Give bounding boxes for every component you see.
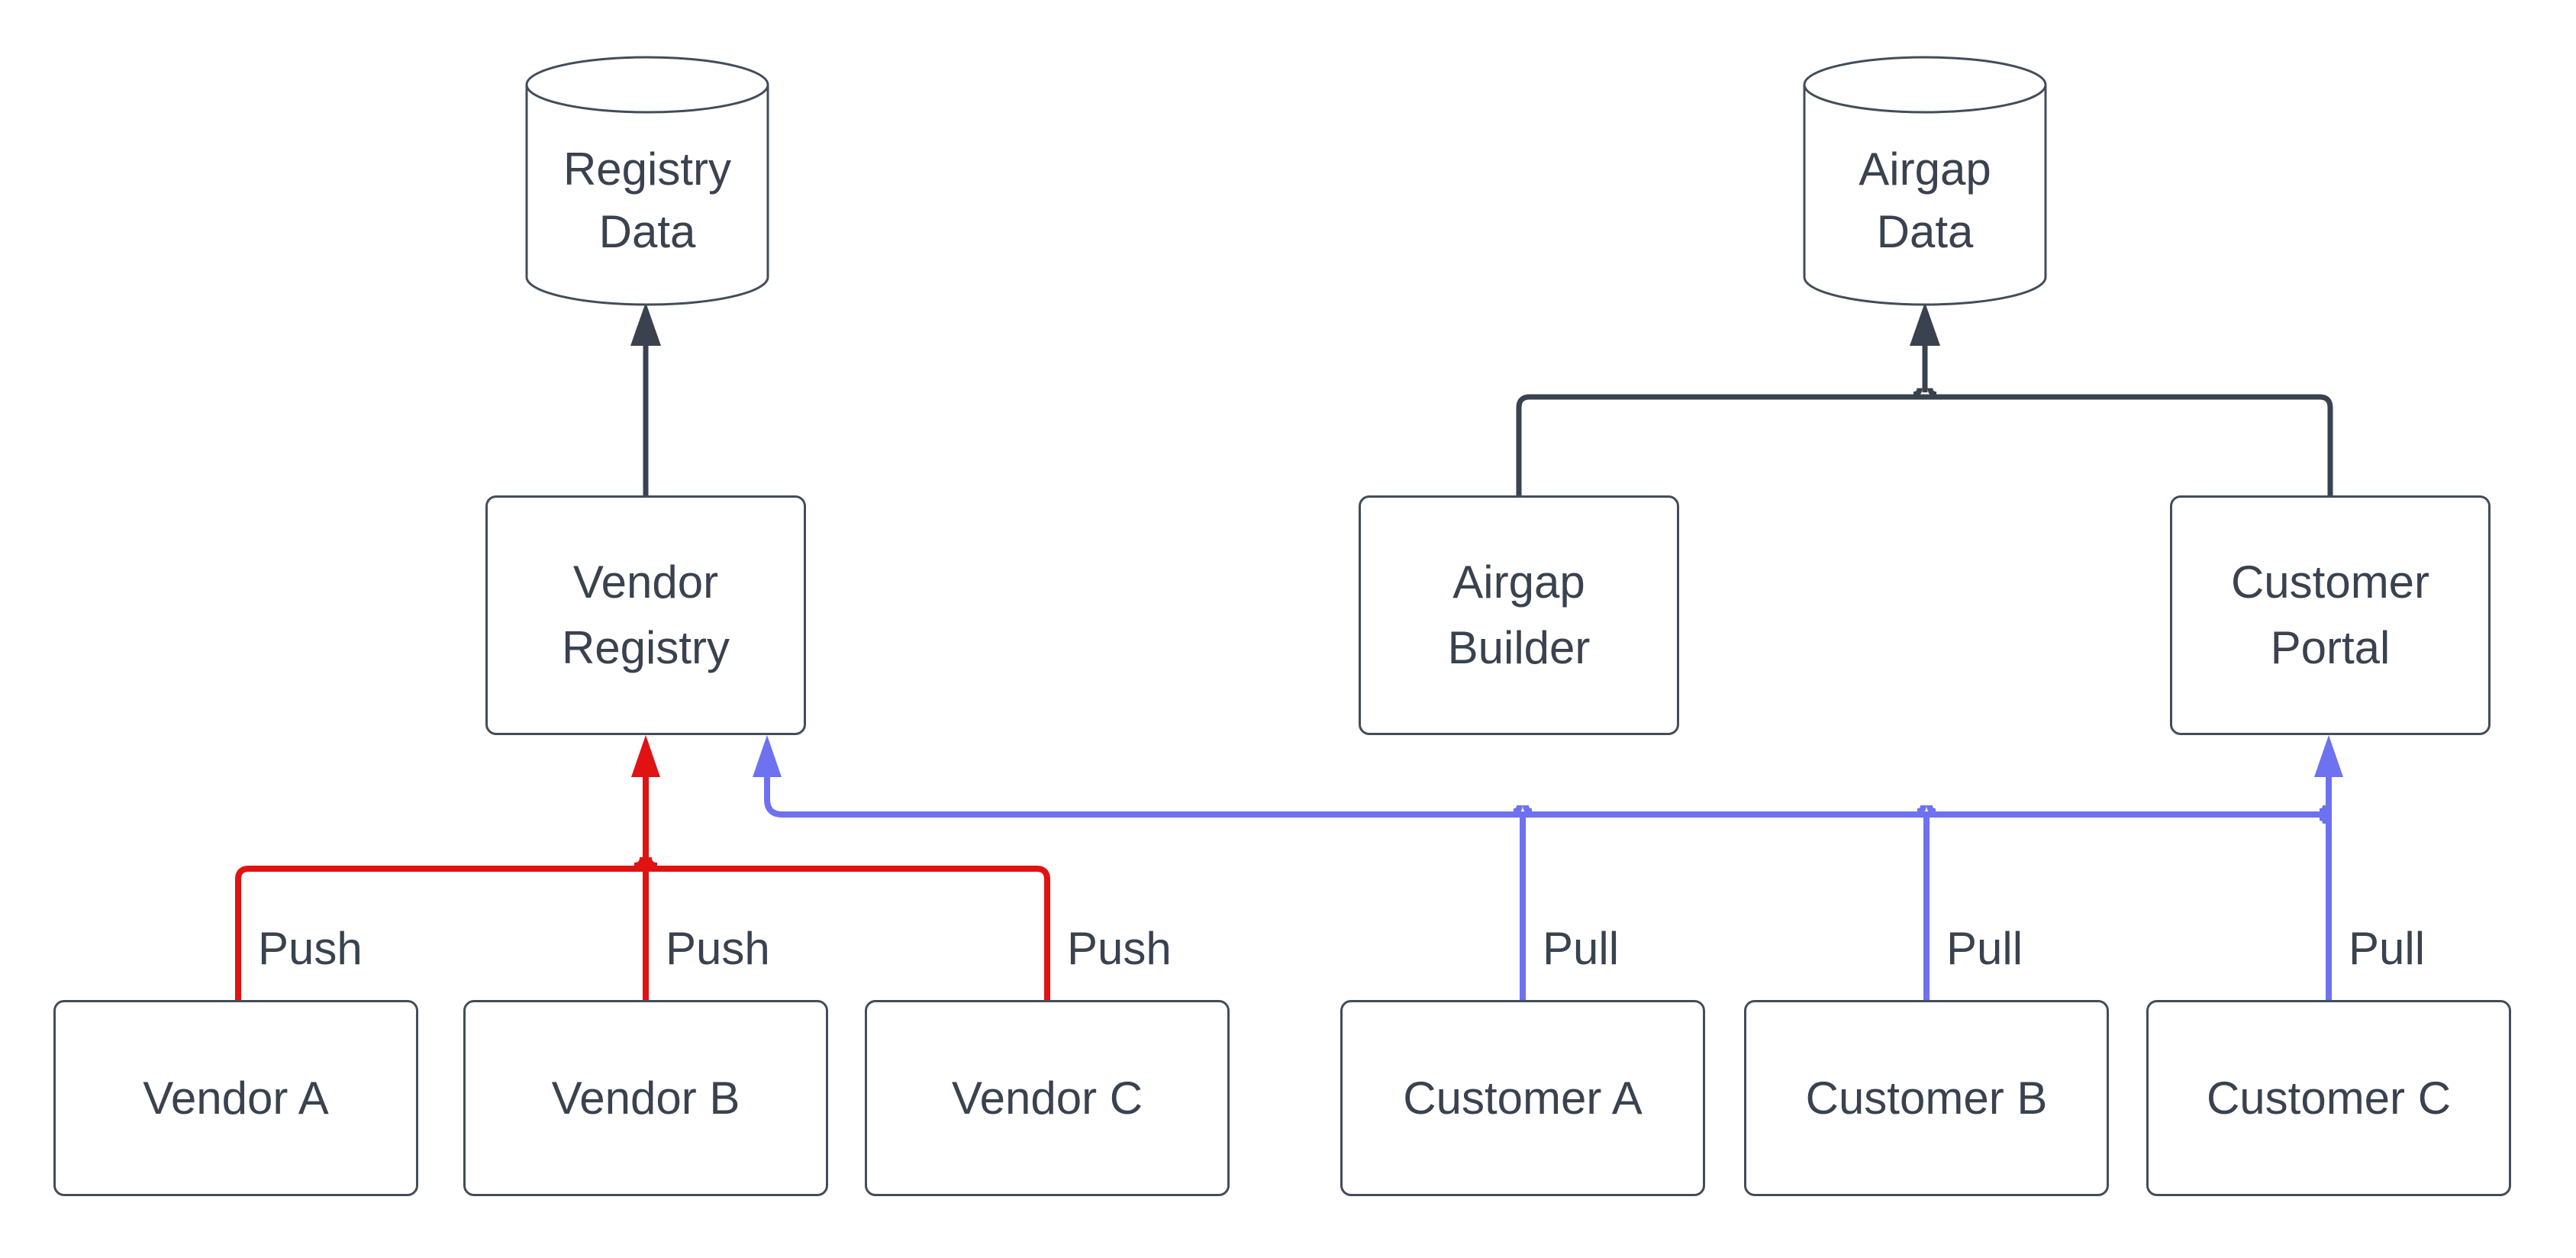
cylinder-icon <box>525 56 769 306</box>
node-vendor-a[interactable]: Vendor A <box>53 1000 418 1196</box>
edge-customers-pull-net[interactable] <box>753 735 2343 1000</box>
node-registry-data[interactable]: Registry Data <box>525 55 769 307</box>
edge-label-pull-customer-c: Pull <box>2349 923 2426 974</box>
node-label: Customer Portal <box>2230 556 2430 673</box>
edge-label-push-vendor-c: Push <box>1067 923 1172 974</box>
node-label: Registry Data <box>563 144 732 257</box>
node-vendor-b[interactable]: Vendor B <box>463 1000 828 1196</box>
node-vendor-registry[interactable]: Vendor Registry <box>485 495 806 735</box>
node-airgap-builder[interactable]: Airgap Builder <box>1359 495 1679 735</box>
node-customer-a[interactable]: Customer A <box>1340 1000 1705 1196</box>
node-label: Customer B <box>1805 1072 2048 1124</box>
edge-builder-portal-to-airgap-data[interactable] <box>1516 302 2333 495</box>
node-customer-b[interactable]: Customer B <box>1744 1000 2109 1196</box>
node-label: Customer A <box>1403 1072 1643 1124</box>
node-label: Vendor Registry <box>561 556 730 673</box>
node-label: Vendor C <box>951 1072 1143 1124</box>
node-vendor-c[interactable]: Vendor C <box>865 1000 1230 1196</box>
node-customer-c[interactable]: Customer C <box>2146 1000 2511 1196</box>
edge-label-pull-customer-b: Pull <box>1946 923 2023 974</box>
node-customer-portal[interactable]: Customer Portal <box>2170 495 2491 735</box>
edge-label-push-vendor-b: Push <box>666 923 770 974</box>
edge-vendor-registry-to-registry-data[interactable] <box>630 302 661 495</box>
edge-label-pull-customer-a: Pull <box>1543 923 1620 974</box>
node-airgap-data[interactable]: Airgap Data <box>1803 55 2047 307</box>
node-label: Vendor A <box>143 1072 329 1124</box>
edge-vendors-push-to-vendor-registry[interactable] <box>235 735 1050 1000</box>
node-label: Airgap Data <box>1859 144 1991 257</box>
node-label: Vendor B <box>551 1072 740 1124</box>
node-label: Customer C <box>2206 1072 2452 1124</box>
cylinder-icon <box>1803 56 2047 306</box>
node-label: Airgap Builder <box>1447 556 1591 673</box>
edge-label-push-vendor-a: Push <box>258 923 363 974</box>
